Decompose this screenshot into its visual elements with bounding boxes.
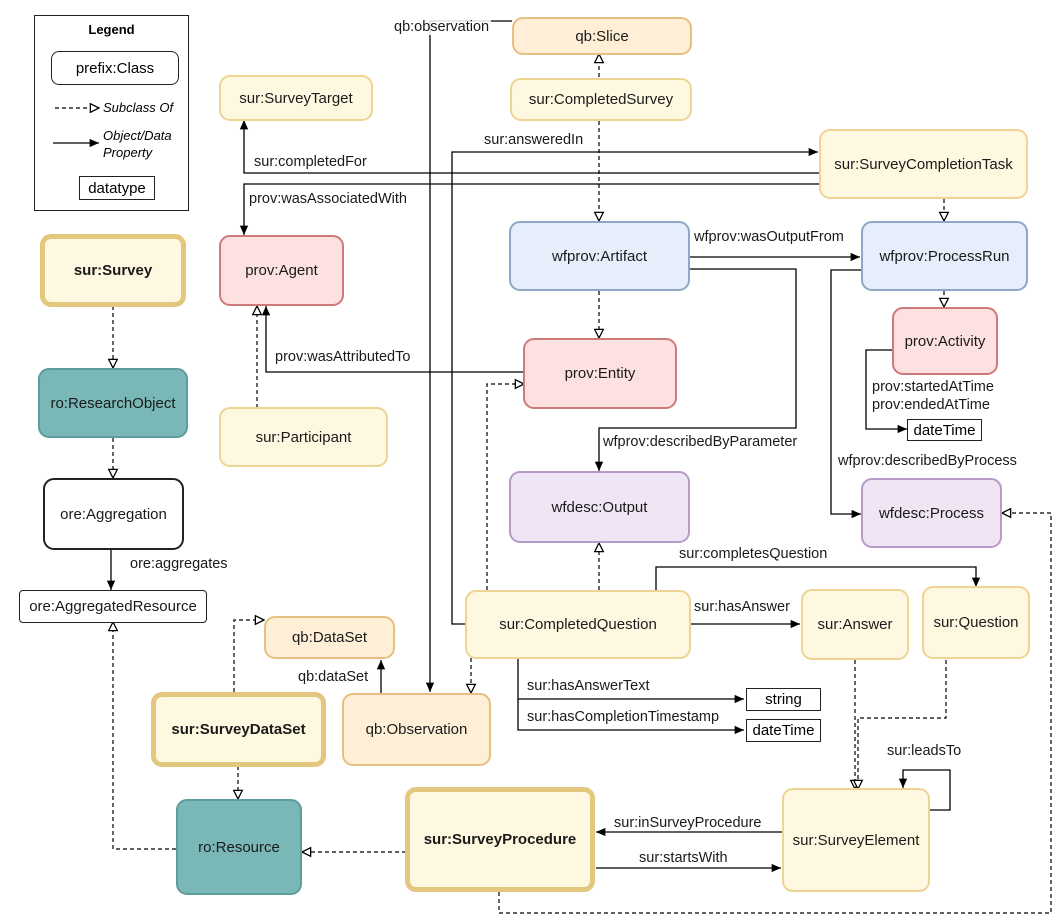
edge-described-by-process <box>830 269 863 519</box>
datatype-string: string <box>746 688 821 711</box>
subclass-completed-question-entity <box>486 384 524 590</box>
label-has-answer-text: sur:hasAnswerText <box>525 678 652 694</box>
label-qb-dataset: qb:dataSet <box>296 669 371 685</box>
node-sur-question[interactable]: sur:Question <box>922 586 1030 659</box>
node-wfdesc-process[interactable]: wfdesc:Process <box>861 478 1002 548</box>
datatype-datetime-activity: dateTime <box>907 419 982 441</box>
node-ore-aggregated-resource[interactable]: ore:AggregatedResource <box>19 590 207 623</box>
label-starts-with: sur:startsWith <box>637 850 730 866</box>
node-wfprov-process-run[interactable]: wfprov:ProcessRun <box>861 221 1028 291</box>
node-sur-participant[interactable]: sur:Participant <box>219 407 388 467</box>
subclass-question-element <box>858 660 947 789</box>
label-described-by-process: wfprov:describedByProcess <box>836 453 1019 469</box>
label-leads-to: sur:leadsTo <box>885 743 964 759</box>
subclass-survey-procedure-process <box>498 513 1052 914</box>
label-started-at-time: prov:startedAtTime <box>872 379 994 395</box>
edge-completed-for <box>239 120 821 174</box>
node-sur-survey-target[interactable]: sur:SurveyTarget <box>219 75 373 121</box>
node-wfprov-artifact[interactable]: wfprov:Artifact <box>509 221 690 291</box>
edge-leads-to <box>898 769 951 811</box>
node-sur-survey-element[interactable]: sur:SurveyElement <box>782 788 930 892</box>
node-ore-aggregation[interactable]: ore:Aggregation <box>43 478 184 550</box>
label-qb-observation: qb:observation <box>392 19 492 35</box>
legend-datatype-example: datatype <box>79 176 155 200</box>
edge-started-ended-at-time <box>865 349 907 434</box>
label-has-answer: sur:hasAnswer <box>692 599 792 615</box>
legend-class-example: prefix:Class <box>51 51 179 85</box>
legend-subclass-label: Subclass Of <box>103 100 174 115</box>
label-ended-at-time: prov:endedAtTime <box>872 397 990 413</box>
label-has-completion-timestamp: sur:hasCompletionTimestamp <box>525 709 722 725</box>
node-sur-survey-dataset[interactable]: sur:SurveyDataSet <box>151 692 326 767</box>
node-sur-survey-completion-task[interactable]: sur:SurveyCompletionTask <box>819 129 1028 199</box>
edge-was-attributed-to <box>261 306 524 373</box>
node-sur-answer[interactable]: sur:Answer <box>801 589 909 660</box>
label-ore-aggregates: ore:aggregates <box>128 556 230 572</box>
edge-has-completion-timestamp <box>517 699 744 735</box>
label-was-associated-with: prov:wasAssociatedWith <box>247 191 409 207</box>
node-prov-activity[interactable]: prov:Activity <box>892 307 998 375</box>
node-prov-agent[interactable]: prov:Agent <box>219 235 344 306</box>
label-was-output-from: wfprov:wasOutputFrom <box>692 229 846 245</box>
legend-symbols <box>53 16 190 148</box>
node-ro-resource[interactable]: ro:Resource <box>176 799 302 895</box>
label-completed-for: sur:completedFor <box>252 154 369 170</box>
legend-title: Legend <box>88 22 135 37</box>
legend-property-label: Object/Data Property <box>103 128 172 160</box>
node-qb-dataset[interactable]: qb:DataSet <box>264 616 395 659</box>
label-completes-question: sur:completesQuestion <box>677 546 830 562</box>
edge-answered-in <box>451 147 818 625</box>
node-qb-observation[interactable]: qb:Observation <box>342 693 491 766</box>
label-in-survey-procedure: sur:inSurveyProcedure <box>612 815 764 831</box>
edge-was-associated-with <box>239 183 821 235</box>
label-was-attributed-to: prov:wasAttributedTo <box>273 349 413 365</box>
node-sur-survey[interactable]: sur:Survey <box>40 234 186 307</box>
node-sur-completed-survey[interactable]: sur:CompletedSurvey <box>510 78 692 121</box>
node-sur-survey-procedure[interactable]: sur:SurveyProcedure <box>405 787 595 892</box>
legend: Legend prefix:Class Subclass Of Object/D… <box>34 15 189 211</box>
node-ro-research-object[interactable]: ro:ResearchObject <box>38 368 188 438</box>
node-qb-slice[interactable]: qb:Slice <box>512 17 692 55</box>
subclass-resource-aggregated-resource <box>113 622 176 850</box>
datatype-datetime-completion: dateTime <box>746 719 821 742</box>
edge-completes-question <box>655 566 981 591</box>
label-answered-in: sur:answeredIn <box>482 132 586 148</box>
label-described-by-parameter: wfprov:describedByParameter <box>601 434 800 450</box>
subclass-survey-dataset-dataset <box>233 620 264 692</box>
node-sur-completed-question[interactable]: sur:CompletedQuestion <box>465 590 691 659</box>
node-prov-entity[interactable]: prov:Entity <box>523 338 677 409</box>
node-wfdesc-output[interactable]: wfdesc:Output <box>509 471 690 543</box>
edge-described-by-parameter <box>594 268 797 471</box>
